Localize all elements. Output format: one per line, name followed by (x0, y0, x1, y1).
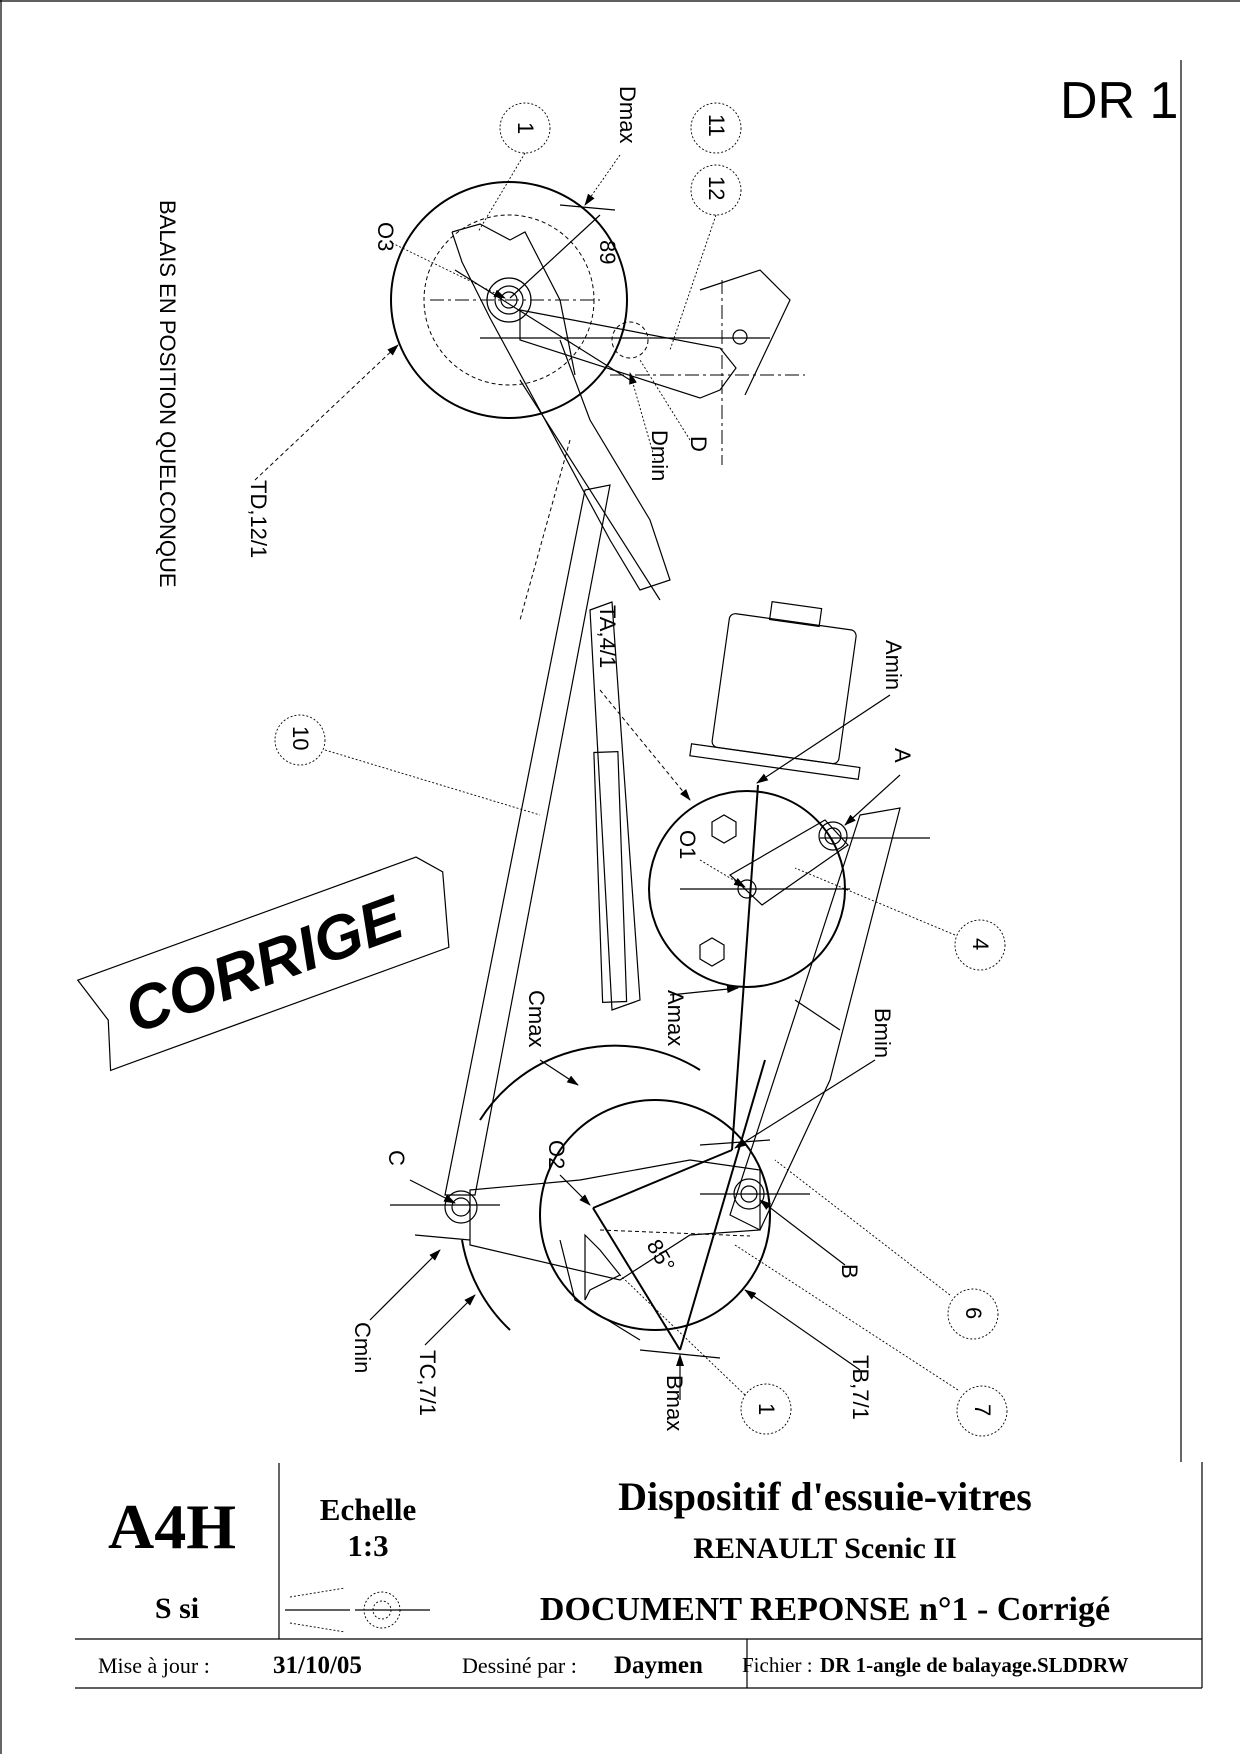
scale-value: 1:3 (347, 1528, 388, 1563)
label-TB: TB,7/1 (848, 1355, 873, 1420)
file-label: Fichier : (742, 1653, 813, 1677)
label-Amax: Amax (663, 990, 688, 1046)
label-TA: TA,4/1 (595, 605, 620, 668)
drawing-note: BALAIS EN POSITION QUELCONQUE (155, 200, 180, 588)
svg-text:12: 12 (704, 176, 729, 200)
label-85: 85° (642, 1235, 680, 1276)
label-D: D (686, 436, 711, 452)
author-value: Daymen (614, 1652, 703, 1679)
label-O2: O2 (544, 1140, 569, 1169)
balloon-1-top: 1 (499, 102, 551, 154)
label-B: B (837, 1264, 862, 1279)
mechanism (390, 181, 930, 1359)
label-TC: TC,7/1 (415, 1350, 440, 1416)
document-name: DOCUMENT REPONSE n°1 - Corrigé (540, 1591, 1110, 1628)
label-Bmax: Bmax (662, 1375, 687, 1431)
svg-text:4: 4 (968, 938, 993, 950)
svg-text:1: 1 (513, 122, 538, 134)
svg-text:7: 7 (970, 1404, 995, 1416)
label-Cmax: Cmax (524, 990, 549, 1047)
projection-symbol-icon (285, 1587, 430, 1633)
label-A: A (890, 748, 915, 763)
balloon-10: 10 (274, 714, 326, 766)
balloon-4: 4 (954, 919, 1006, 971)
trajectory-circle-TB (539, 1099, 771, 1331)
update-value: 31/10/05 (273, 1652, 362, 1679)
svg-text:10: 10 (288, 726, 313, 750)
leaders (254, 152, 959, 1400)
label-O1: O1 (675, 830, 700, 859)
balloon-12: 12 (690, 164, 742, 216)
author-label: Dessiné par : (462, 1653, 577, 1678)
label-Amin: Amin (881, 640, 906, 690)
label-Cmin: Cmin (350, 1322, 375, 1373)
label-Dmin: Dmin (647, 430, 672, 481)
label-89: 89 (595, 240, 620, 264)
balloon-7: 7 (956, 1385, 1008, 1437)
svg-text:11: 11 (704, 114, 729, 137)
scale-label: Echelle (320, 1492, 416, 1527)
balloon-1-bottom: 1 (740, 1383, 792, 1435)
drawing-title: Dispositif d'essuie-vitres (618, 1474, 1032, 1519)
title-block: A4H S si Echelle 1:3 Dispositif d'essuie… (75, 1463, 1202, 1689)
class-label: S si (155, 1592, 199, 1625)
file-value: DR 1-angle de balayage.SLDDRW (820, 1653, 1128, 1677)
update-label: Mise à jour : (98, 1653, 210, 1678)
format-label: A4H (108, 1491, 236, 1562)
balloon-6: 6 (947, 1288, 999, 1340)
drawing-subtitle: RENAULT Scenic II (693, 1532, 956, 1565)
trajectory-arc-TC-top (479, 1044, 701, 1121)
sheet-id: DR 1 (1060, 72, 1178, 130)
label-C: C (384, 1150, 409, 1166)
trajectory-circle-TD (390, 181, 628, 419)
label-Dmax: Dmax (615, 86, 640, 143)
label-Bmin: Bmin (870, 1008, 895, 1058)
label-O3: O3 (373, 222, 398, 251)
svg-text:1: 1 (754, 1403, 779, 1415)
balloon-11: 11 (690, 102, 742, 154)
svg-text:6: 6 (961, 1307, 986, 1319)
corrige-stamp: CORRIGE (76, 856, 450, 1072)
label-TD: TD,12/1 (246, 480, 271, 558)
